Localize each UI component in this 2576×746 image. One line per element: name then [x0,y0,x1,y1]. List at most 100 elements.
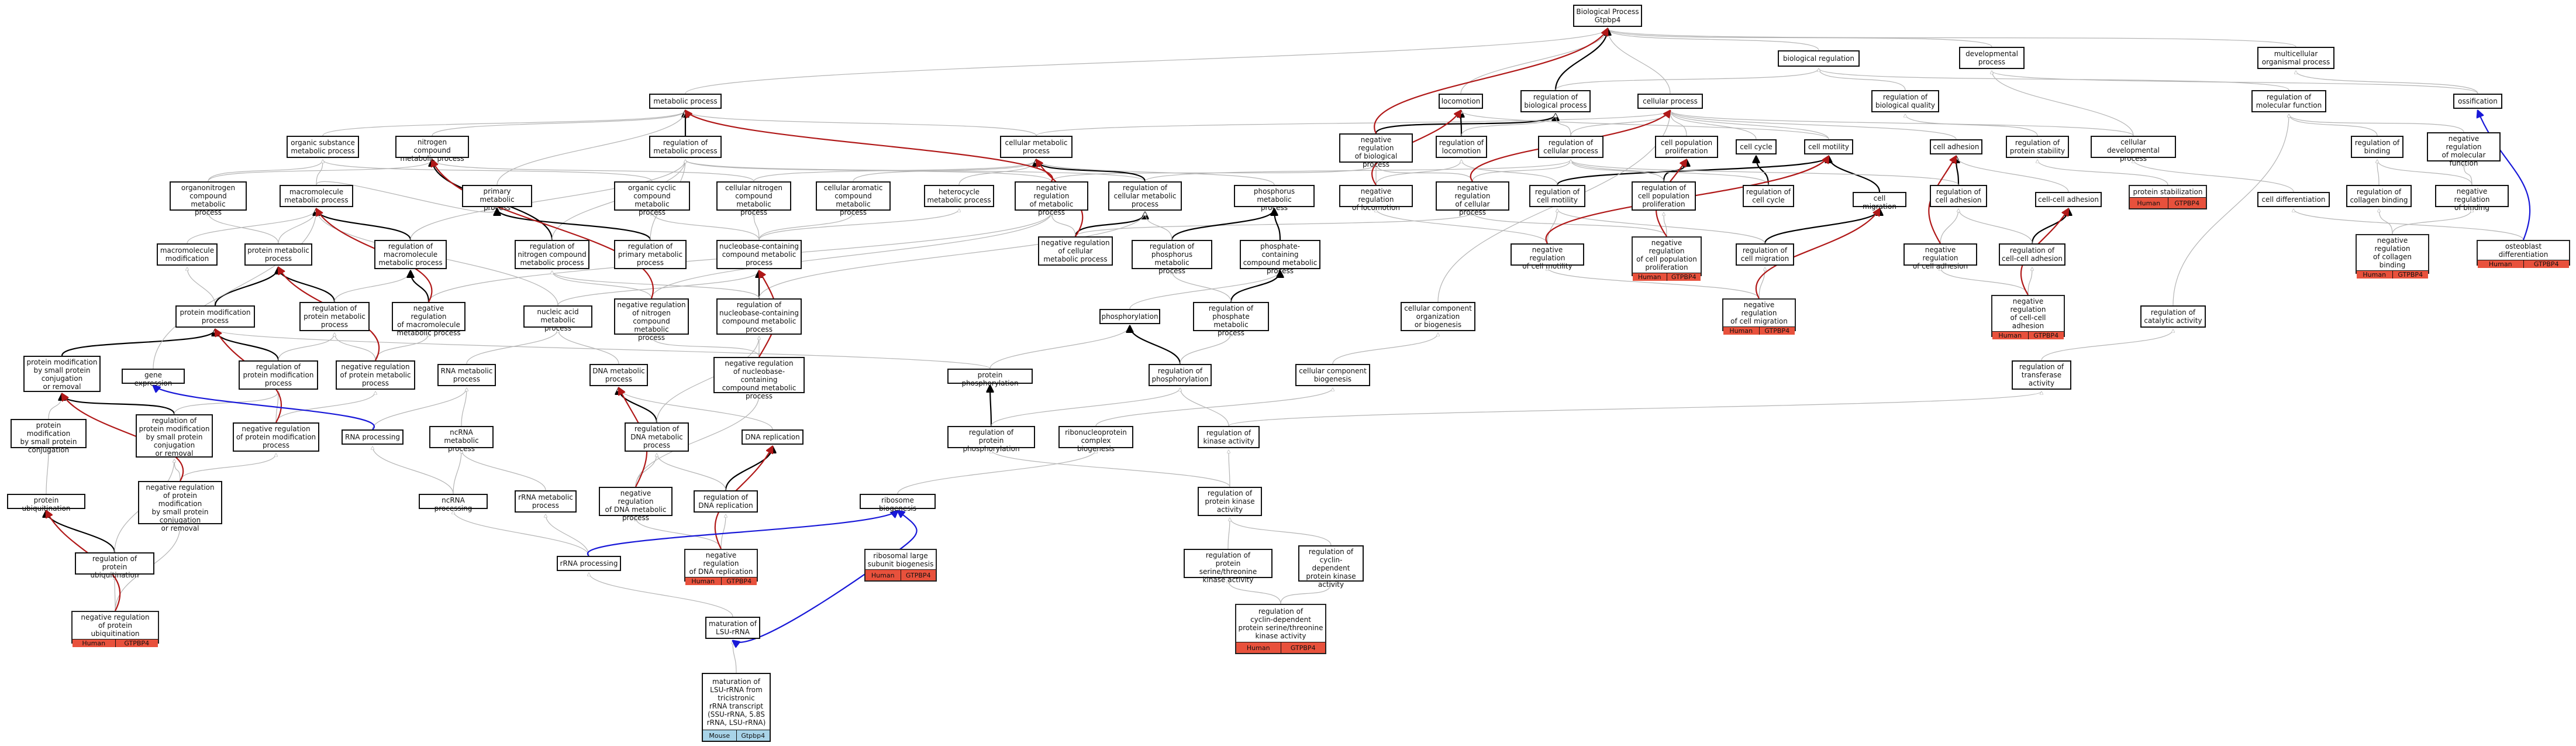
go-term-primmetab[interactable]: primary metabolic process [462,185,532,212]
go-term-regcellmot[interactable]: regulation of cell motility [1529,185,1585,207]
go-term-negregmacromol[interactable]: negative regulation of macromolecule met… [392,302,465,337]
go-term-cellcycle[interactable]: cell cycle [1736,139,1777,154]
go-term-loco[interactable]: locomotion [1439,94,1483,109]
go-term-regcp[interactable]: regulation of cellular process [1538,136,1603,158]
go-term-negregcp[interactable]: negative regulation of cellular process [1436,181,1509,216]
go-term-regloco[interactable]: regulation of locomotion [1436,136,1487,158]
go-term-multi[interactable]: multicellular organismal process [2257,47,2334,69]
go-term-nucacid[interactable]: nucleic acid metabolic process [523,305,592,332]
go-term-protmodsmallconj[interactable]: protein modification by small protein co… [11,419,87,454]
go-term-orgsub[interactable]: organic substance metabolic process [287,136,359,158]
go-term-protmetab[interactable]: protein metabolic process [244,243,312,266]
go-term-cellp[interactable]: cellular process [1637,94,1703,109]
go-term-regdnametab[interactable]: regulation of DNA metabolic process [625,422,689,452]
go-term-cellcompbio[interactable]: cellular component biogenesis [1295,364,1370,386]
go-term-matlsutri[interactable]: maturation of LSU-rRNA from tricistronic… [702,673,771,742]
go-term-protubiq[interactable]: protein ubiquitination [7,494,85,513]
go-term-negregprotmetab[interactable]: negative regulation of protein metabolic… [336,360,415,390]
go-term-orgcyc[interactable]: organic cyclic compound metabolic proces… [614,181,690,216]
go-term-regbq[interactable]: regulation of biological quality [1871,90,1939,112]
go-term-devp[interactable]: developmental process [1959,47,2025,69]
go-term-negregmetab[interactable]: negative regulation of metabolic process [1015,181,1088,216]
go-term-hetero[interactable]: heterocycle metabolic process [924,185,994,207]
go-term-regcyclinser[interactable]: regulation of cyclin-dependent protein s… [1235,604,1326,654]
go-term-regprotubiq[interactable]: regulation of protein ubiquitination [75,552,154,579]
go-term-negregcelladh[interactable]: negative regulation of cell adhesion [1903,243,1977,270]
go-term-regphosphorylation[interactable]: regulation of phosphorylation [1149,364,1212,386]
go-term-ossif[interactable]: ossification [2453,94,2502,109]
go-term-matlsu[interactable]: maturation of LSU-rRNA [705,617,760,639]
go-term-regprotstab[interactable]: regulation of protein stability [2006,136,2069,158]
go-term-regprotmetab[interactable]: regulation of protein metabolic process [299,302,370,331]
go-term-negregprotmod[interactable]: negative regulation of protein modificat… [233,422,319,452]
go-term-regmacromol[interactable]: regulation of macromolecule metabolic pr… [374,240,447,269]
go-term-ncrnametab[interactable]: ncRNA metabolic process [429,426,494,453]
go-term-regbind[interactable]: regulation of binding [2351,136,2403,158]
go-term-celladh[interactable]: cell adhesion [1930,139,1982,154]
go-term-cellarom[interactable]: cellular aromatic compound metabolic pro… [816,181,891,216]
go-term-rnaproc[interactable]: RNA processing [342,429,404,445]
go-term-orgnitro[interactable]: organonitrogen compound metabolic proces… [170,181,247,216]
go-term-negregprotubiq[interactable]: negative regulation of protein ubiquitin… [71,611,159,647]
go-term-negregdnametab[interactable]: negative regulation of DNA metabolic pro… [599,487,673,522]
go-term-regcatal[interactable]: regulation of catalytic activity [2140,305,2206,328]
go-term-regnucbase[interactable]: regulation of nucleobase-containing comp… [716,298,802,335]
go-term-negregcellmetab[interactable]: negative regulation of cellular metaboli… [1038,236,1113,266]
go-term-ribobio[interactable]: ribosome biogenesis [860,494,936,513]
go-term-cellcelladh[interactable]: cell-cell adhesion [2035,192,2102,207]
go-term-phosphorylation[interactable]: phosphorylation [1099,309,1160,324]
go-term-bp[interactable]: Biological Process Gtpbp4 [1573,5,1642,27]
go-term-rrnametab[interactable]: rRNA metabolic process [515,490,577,513]
go-term-regkinase[interactable]: regulation of kinase activity [1198,426,1260,448]
go-term-geneexpr[interactable]: gene expression [122,369,185,387]
go-term-nitro[interactable]: nitrogen compound metabolic process [395,136,469,163]
go-term-regcelladh[interactable]: regulation of cell adhesion [1930,185,1987,207]
go-term-cellmetab[interactable]: cellular metabolic process [1000,136,1073,158]
go-term-regprim[interactable]: regulation of primary metabolic process [614,240,687,269]
go-term-regprotmodsmall[interactable]: regulation of protein modification by sm… [136,414,213,458]
go-term-celldev[interactable]: cellular developmental process [2091,136,2176,163]
go-term-regdnarep[interactable]: regulation of DNA replication [694,490,758,513]
go-term-rrnaproc[interactable]: rRNA processing [557,556,621,571]
go-term-regcellmetab[interactable]: regulation of cellular metabolic process [1108,181,1182,211]
go-term-cellmot[interactable]: cell motility [1804,139,1853,154]
go-term-regcollbind[interactable]: regulation of collagen binding [2346,185,2412,207]
go-term-cellmig[interactable]: cell migration [1853,192,1906,211]
go-term-regnitro[interactable]: regulation of nitrogen compound metaboli… [515,240,589,269]
go-term-phosmetab[interactable]: phosphorus metabolic process [1234,185,1315,212]
go-term-regprotser[interactable]: regulation of protein serine/threonine k… [1184,549,1273,584]
go-term-negregbp[interactable]: negative regulation of biological proces… [1339,133,1413,169]
go-term-ribocomp[interactable]: ribonucleoprotein complex biogenesis [1058,426,1133,453]
go-term-regprotmod[interactable]: regulation of protein modification proce… [239,360,318,390]
go-term-protphos[interactable]: protein phosphorylation [947,369,1033,387]
go-term-protmod[interactable]: protein modification process [175,305,255,328]
go-term-regphosphate[interactable]: regulation of phosphate metabolic proces… [1193,302,1269,337]
go-term-nucbase[interactable]: nucleobase-containing compound metabolic… [716,240,802,269]
go-term-macromod[interactable]: macromolecule modification [157,243,218,266]
go-term-regbp[interactable]: regulation of biological process [1520,90,1591,112]
go-term-cellcomp[interactable]: cellular component organization or bioge… [1401,302,1475,331]
go-term-ncrnaproc[interactable]: ncRNA processing [419,494,488,513]
go-term-regcellcycle[interactable]: regulation of cell cycle [1743,185,1794,207]
go-term-negregloco[interactable]: negative regulation of locomotion [1339,185,1413,212]
go-term-phosphate[interactable]: phosphate-containing compound metabolic … [1240,240,1320,275]
go-term-macromol[interactable]: macromolecule metabolic process [280,185,353,207]
go-term-regphosmetab[interactable]: regulation of phosphorus metabolic proce… [1132,240,1212,275]
go-term-negregprotmodsmall[interactable]: negative regulation of protein modificat… [138,481,222,532]
go-term-dnarep[interactable]: DNA replication [742,429,804,445]
go-term-regmf[interactable]: regulation of molecular function [2251,90,2326,112]
go-term-regcellcelladh[interactable]: regulation of cell-cell adhesion [1999,243,2065,266]
go-term-negregcellprolif[interactable]: negative regulation of cell population p… [1632,236,1702,281]
go-term-dnametab[interactable]: DNA metabolic process [589,364,648,386]
go-term-negregcellcelladh[interactable]: negative regulation of cell-cell adhesio… [1991,295,2065,339]
go-term-negregmf[interactable]: negative regulation of molecular functio… [2427,132,2501,167]
go-term-negregbind[interactable]: negative regulation of binding [2435,185,2509,212]
go-term-regcyclin[interactable]: regulation of cyclin-dependent protein k… [1298,545,1364,589]
go-term-negregnitro[interactable]: negative regulation of nitrogen compound… [614,298,689,342]
go-term-negregcellmot[interactable]: negative regulation of cell motility [1511,243,1584,270]
